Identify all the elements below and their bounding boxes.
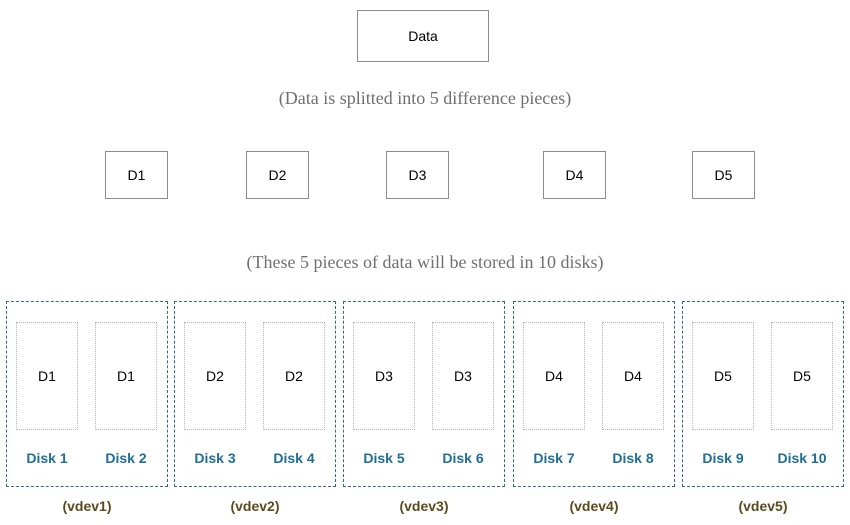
piece-d5: D5 [692, 151, 755, 199]
disk-3-label: Disk 3 [194, 450, 236, 466]
vdev-label-5: (vdev5) [738, 498, 788, 514]
piece-d4: D4 [543, 151, 606, 199]
disk-10-content: D5 [771, 322, 833, 430]
piece-d2: D2 [246, 151, 309, 199]
disk-8-content: D4 [602, 322, 664, 430]
store-caption: (These 5 pieces of data will be stored i… [246, 252, 604, 272]
disk-4-content: D2 [263, 322, 325, 430]
disk-2-content: D1 [95, 322, 157, 430]
disk-3-content: D2 [184, 322, 246, 430]
vdev-group-3: D3 D3 Disk 5 Disk 6 [343, 301, 505, 487]
piece-d1: D1 [105, 151, 168, 199]
vdev-label-4: (vdev4) [569, 498, 619, 514]
vdev-group-4: D4 D4 Disk 7 Disk 8 [513, 301, 675, 487]
disk-9-content: D5 [692, 322, 754, 430]
disk-7-label: Disk 7 [533, 450, 575, 466]
vdev-group-1: D1 D1 Disk 1 Disk 2 [6, 301, 168, 487]
disk-7-content: D4 [523, 322, 585, 430]
disk-10-label: Disk 10 [777, 450, 827, 466]
piece-d3: D3 [386, 151, 449, 199]
vdev-label-3: (vdev3) [399, 498, 449, 514]
disk-6-label: Disk 6 [442, 450, 484, 466]
split-caption: (Data is splitted into 5 difference piec… [278, 88, 572, 108]
vdev-label-2: (vdev2) [230, 498, 280, 514]
disk-1-content: D1 [16, 322, 78, 430]
disk-9-label: Disk 9 [702, 450, 744, 466]
data-box: Data [357, 10, 489, 62]
disk-1-label: Disk 1 [26, 450, 68, 466]
disk-4-label: Disk 4 [273, 450, 315, 466]
vdev-group-2: D2 D2 Disk 3 Disk 4 [174, 301, 336, 487]
disk-5-content: D3 [353, 322, 415, 430]
vdev-label-1: (vdev1) [62, 498, 112, 514]
disk-6-content: D3 [432, 322, 494, 430]
disk-2-label: Disk 2 [105, 450, 147, 466]
disk-5-label: Disk 5 [363, 450, 405, 466]
disk-8-label: Disk 8 [612, 450, 654, 466]
vdev-group-5: D5 D5 Disk 9 Disk 10 [682, 301, 844, 487]
